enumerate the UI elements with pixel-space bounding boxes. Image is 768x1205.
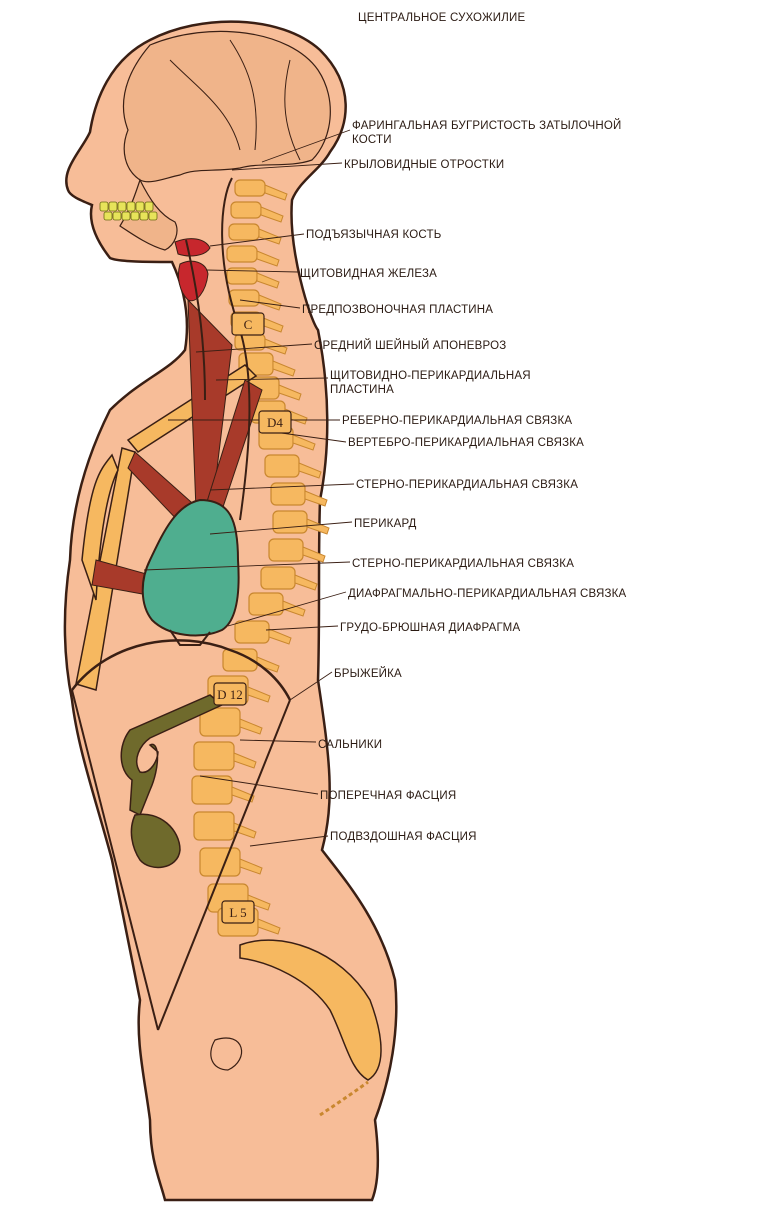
label-vertebro-pericardial-ligament: ВЕРТЕБРО-ПЕРИКАРДИАЛЬНАЯ СВЯЗКА xyxy=(348,436,584,450)
vertebra-marker: L 5 xyxy=(229,905,246,920)
vertebra xyxy=(200,848,240,876)
label-transverse-fascia: ПОПЕРЕЧНАЯ ФАСЦИЯ xyxy=(320,789,456,803)
label-pterygoid-processes: КРЫЛОВИДНЫЕ ОТРОСТКИ xyxy=(344,158,504,172)
vertebra xyxy=(235,180,265,196)
tooth xyxy=(131,212,139,220)
vertebra xyxy=(235,621,269,643)
label-sterno-pericardial-ligament-1: СТЕРНО-ПЕРИКАРДИАЛЬНАЯ СВЯЗКА xyxy=(356,478,578,492)
vertebra xyxy=(227,246,257,262)
tooth xyxy=(104,212,112,220)
vertebra xyxy=(273,511,307,533)
label-pharyngeal-tubercle: ФАРИНГАЛЬНАЯ БУГРИСТОСТЬ ЗАТЫЛОЧНОЙ КОСТ… xyxy=(352,119,652,147)
label-middle-cervical-aponeurosis: СРЕДНИЙ ШЕЙНЫЙ АПОНЕВРОЗ xyxy=(314,339,506,353)
vertebra xyxy=(194,812,234,840)
label-thyroid-gland: ЩИТОВИДНАЯ ЖЕЛЕЗА xyxy=(300,267,437,281)
tooth xyxy=(127,202,135,211)
tooth xyxy=(149,212,157,220)
label-costo-pericardial-ligament: РЕБЕРНО-ПЕРИКАРДИАЛЬНАЯ СВЯЗКА xyxy=(342,414,572,428)
label-prevertebral-plate: ПРЕДПОЗВОНОЧНАЯ ПЛАСТИНА xyxy=(302,303,493,317)
label-omentum: САЛЬНИКИ xyxy=(318,738,382,752)
tooth xyxy=(100,202,108,211)
vertebra xyxy=(229,224,259,240)
vertebra xyxy=(265,455,299,477)
tooth xyxy=(113,212,121,220)
vertebra-marker: D4 xyxy=(267,415,283,430)
label-thyro-pericardial-plate: ЩИТОВИДНО-ПЕРИКАРДИАЛЬНАЯ ПЛАСТИНА xyxy=(330,369,570,397)
label-central-tendon: ЦЕНТРАЛЬНОЕ СУХОЖИЛИЕ xyxy=(358,11,525,25)
vertebra xyxy=(194,742,234,770)
vertebra xyxy=(261,567,295,589)
tooth xyxy=(118,202,126,211)
tooth xyxy=(145,202,153,211)
label-thoraco-abdominal-diaphragm: ГРУДО-БРЮШНАЯ ДИАФРАГМА xyxy=(340,621,520,635)
tooth xyxy=(122,212,130,220)
vertebra xyxy=(231,202,261,218)
vertebra-marker: D 12 xyxy=(217,687,243,702)
label-mesentery: БРЫЖЕЙКА xyxy=(334,667,402,681)
tooth xyxy=(136,202,144,211)
tooth xyxy=(109,202,117,211)
vertebra xyxy=(229,290,259,306)
label-diaphragmo-pericardial-ligament: ДИАФРАГМАЛЬНО-ПЕРИКАРДИАЛЬНАЯ СВЯЗКА xyxy=(348,587,626,601)
vertebra xyxy=(269,539,303,561)
label-sterno-pericardial-ligament-2: СТЕРНО-ПЕРИКАРДИАЛЬНАЯ СВЯЗКА xyxy=(352,557,574,571)
tooth xyxy=(140,212,148,220)
label-hyoid-bone: ПОДЪЯЗЫЧНАЯ КОСТЬ xyxy=(306,228,441,242)
vertebra-marker: C xyxy=(244,317,253,332)
label-pericardium: ПЕРИКАРД xyxy=(354,517,417,531)
label-iliac-fascia: ПОДВЗДОШНАЯ ФАСЦИЯ xyxy=(330,830,477,844)
